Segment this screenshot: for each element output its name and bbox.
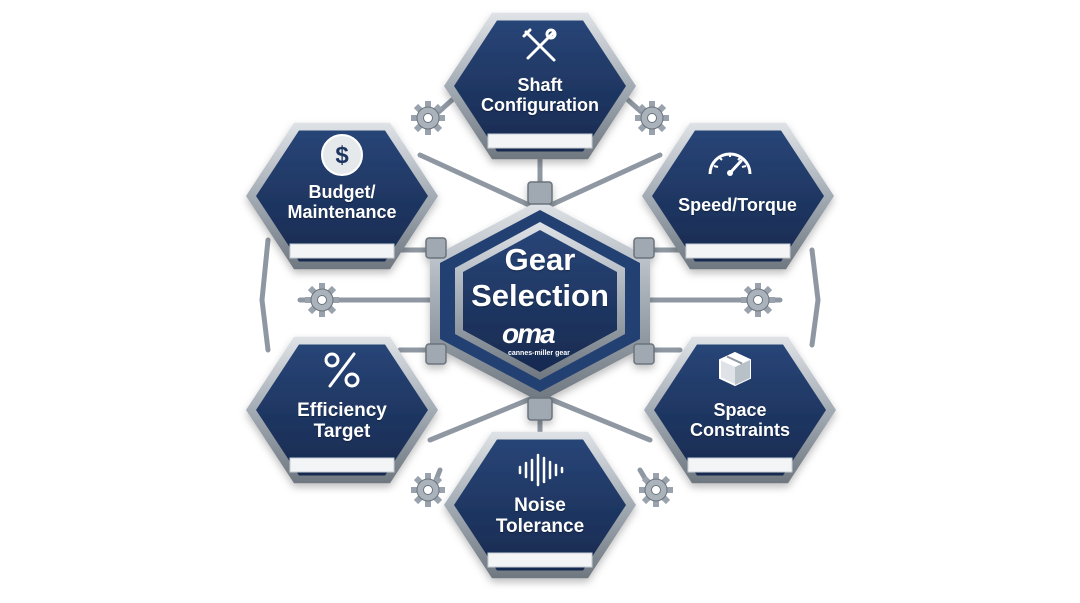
speedometer-icon <box>708 152 752 176</box>
box-icon <box>719 351 751 387</box>
hexagon-fill <box>256 344 428 476</box>
hexagon-fill <box>652 130 824 262</box>
soundwave-icon <box>518 453 564 487</box>
svg-text:$: $ <box>335 142 349 169</box>
small-gear-icon <box>639 473 673 507</box>
hexagon-bottom-bar <box>487 552 593 568</box>
crossed-tools-icon <box>522 28 557 62</box>
small-gears <box>305 101 775 507</box>
hexagon-fill <box>454 439 626 571</box>
factor-hexagon-space <box>644 336 836 484</box>
hexagon-fill <box>256 130 428 262</box>
factor-hexagon-speed <box>642 122 834 270</box>
factor-hexagon-budget <box>246 122 438 270</box>
factor-hexagon-noise <box>444 431 636 579</box>
hexagon-bottom-bar <box>289 243 395 259</box>
small-gear-icon <box>411 473 445 507</box>
company-logo: oma <box>502 318 556 349</box>
dollar-icon: $ <box>321 134 363 176</box>
company-logo-subtext: cannes-miller gear <box>508 350 570 357</box>
hexagon-bottom-bar <box>685 243 791 259</box>
small-gear-icon <box>741 283 775 317</box>
small-gear-icon <box>635 101 669 135</box>
hexagon-bottom-bar <box>687 457 793 473</box>
small-gear-icon <box>305 283 339 317</box>
hexagon-fill <box>454 20 626 152</box>
factor-hexagon-efficiency <box>246 336 438 484</box>
percent-icon <box>324 352 360 388</box>
small-gear-icon <box>411 101 445 135</box>
center-hexagon <box>425 181 655 421</box>
hexagon-bottom-bar <box>289 457 395 473</box>
outer-hexagons <box>246 12 836 579</box>
hexagon-fill <box>654 344 826 476</box>
factor-hexagon-shaft <box>444 12 636 160</box>
hexagon-bottom-bar <box>487 133 593 149</box>
